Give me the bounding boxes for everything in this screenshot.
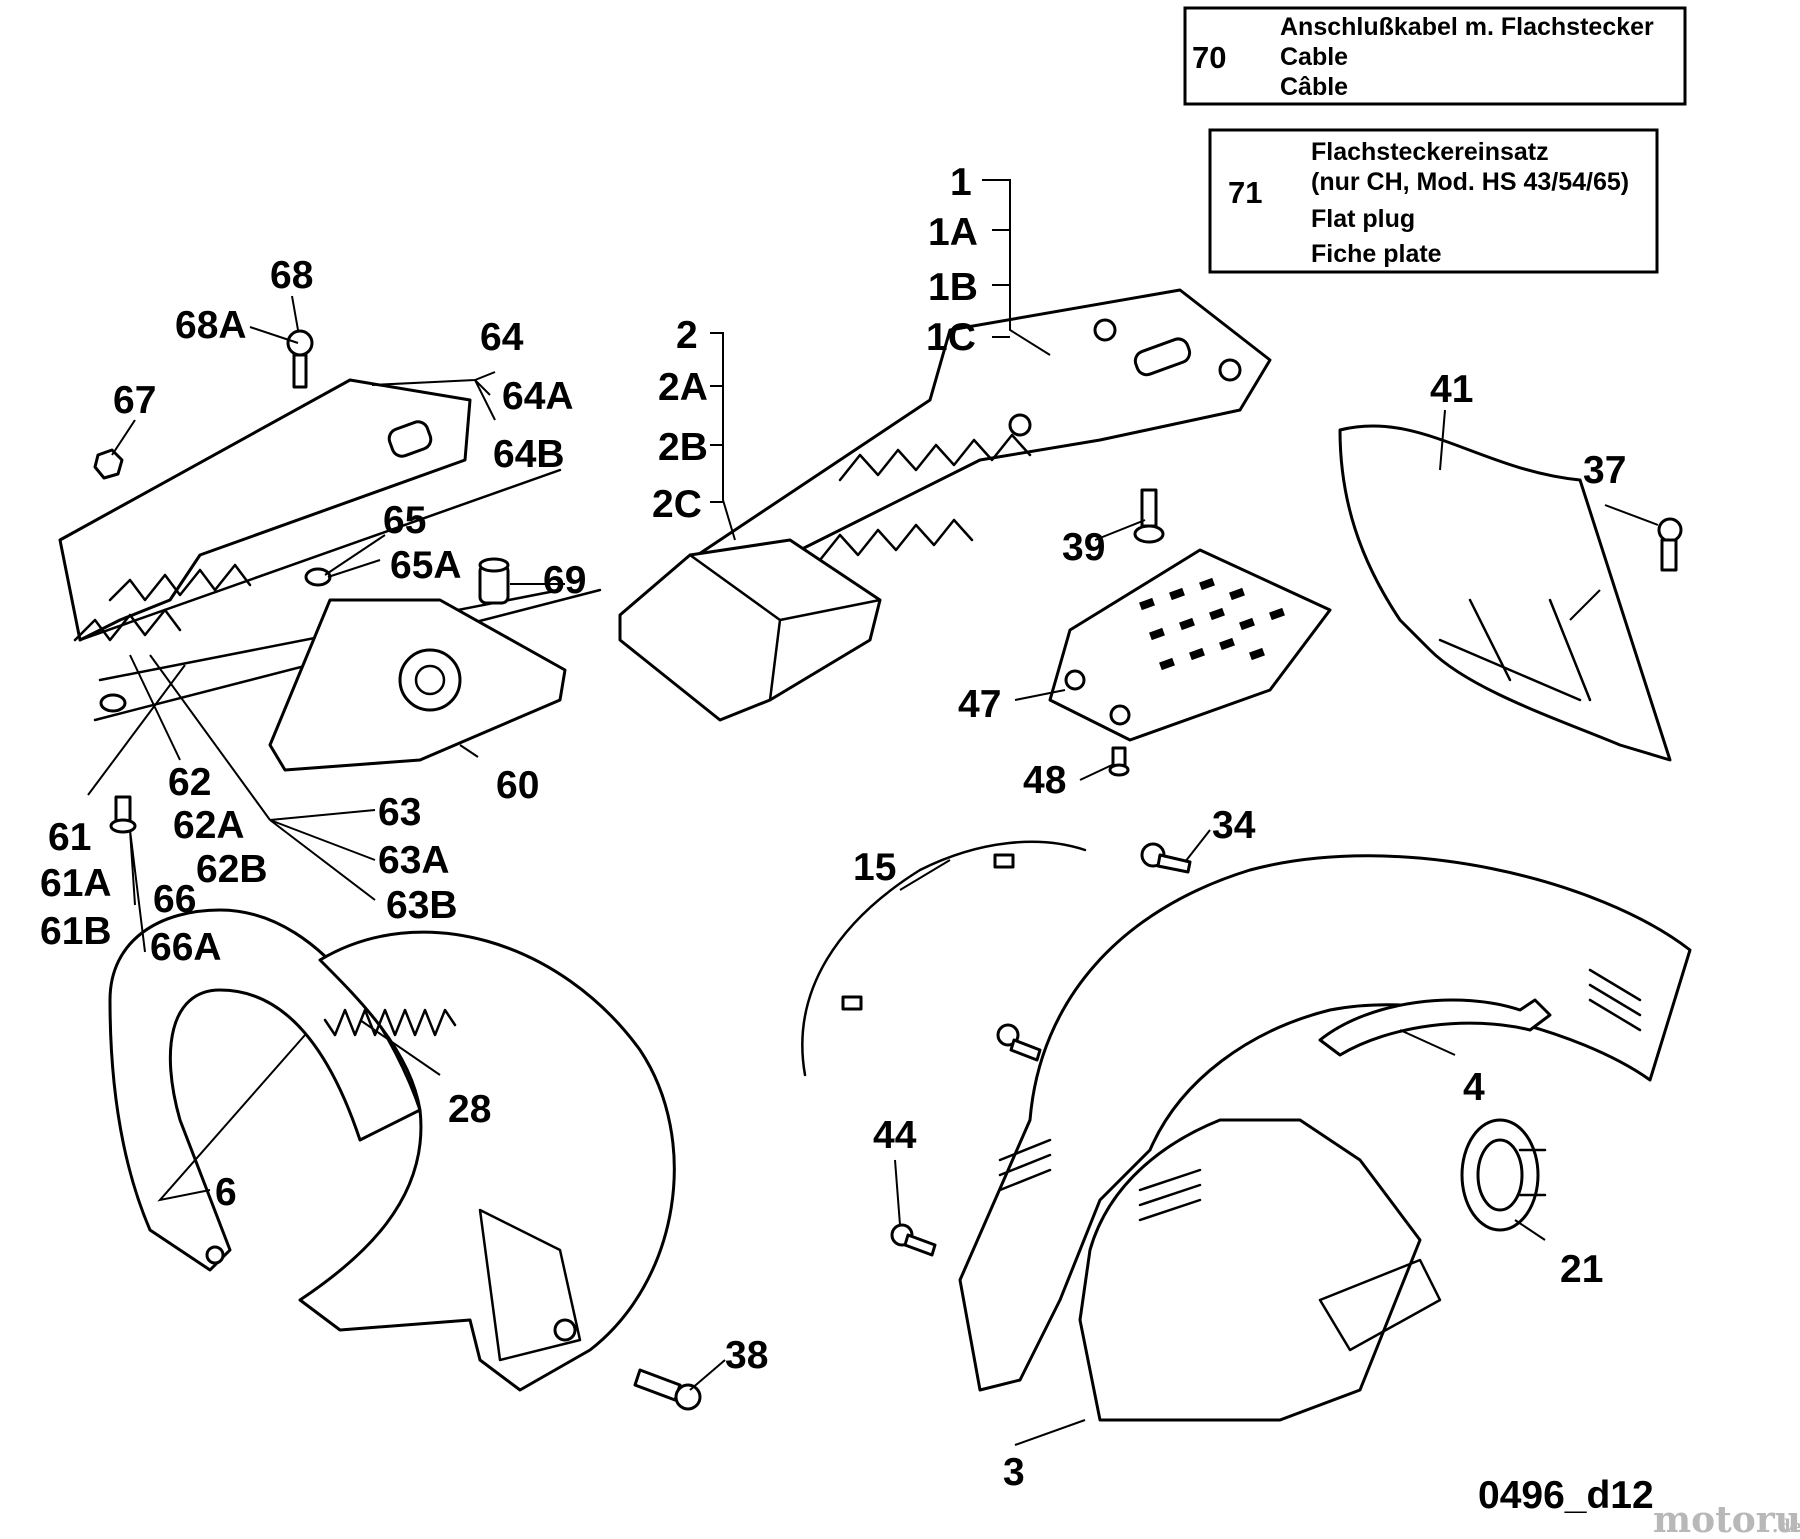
info-box-70-line: Câble: [1280, 73, 1348, 101]
screw-38-drawing: [633, 1368, 702, 1411]
label-34: 34: [1212, 804, 1256, 847]
blade-set-drawing: [58, 378, 602, 722]
info-box-70: 70 Anschlußkabel m. Flachstecker Cable C…: [1183, 6, 1687, 106]
label-61b: 61B: [40, 910, 112, 953]
label-1a: 1A: [928, 211, 978, 254]
info-box-71-line: Fiche plate: [1311, 240, 1442, 268]
label-48: 48: [1023, 759, 1066, 802]
label-68: 68: [270, 254, 313, 297]
label-2: 2: [676, 314, 698, 357]
spacer-69-drawing: [478, 557, 510, 605]
info-box-70-number: 70: [1192, 40, 1226, 75]
label-69: 69: [543, 559, 586, 602]
info-box-71-line: Flat plug: [1311, 205, 1415, 233]
label-1b: 1B: [928, 266, 978, 309]
label-66: 66: [153, 878, 196, 921]
info-box-71: 71 Flachsteckereinsatz (nur CH, Mod. HS …: [1208, 128, 1659, 274]
info-box-70-line: Anschlußkabel m. Flachstecker: [1280, 13, 1654, 41]
label-4: 4: [1463, 1066, 1485, 1109]
plug-21-drawing: [1460, 1118, 1547, 1232]
label-63a: 63A: [378, 839, 450, 882]
label-62a: 62A: [173, 804, 245, 847]
label-41: 41: [1430, 368, 1473, 411]
watermark-logo: motoruf .de: [1653, 1499, 1800, 1539]
label-62: 62: [168, 761, 211, 804]
label-37: 37: [1583, 449, 1626, 492]
screw-39-drawing: [1133, 488, 1165, 544]
label-64a: 64A: [502, 375, 574, 418]
label-21: 21: [1560, 1248, 1603, 1291]
front-handle-6-drawing: [108, 908, 422, 1272]
blade-base-plate-60: [268, 598, 567, 772]
label-6: 6: [215, 1171, 237, 1214]
label-38: 38: [725, 1334, 768, 1377]
info-box-70-line: Cable: [1280, 43, 1348, 71]
cable-15-drawing: [801, 840, 1087, 1077]
label-61: 61: [48, 816, 91, 859]
label-67: 67: [113, 379, 156, 422]
label-60: 60: [496, 764, 539, 807]
label-2b: 2B: [658, 426, 708, 469]
washer-65-drawing: [304, 567, 332, 587]
screw-61-drawing: [109, 795, 137, 834]
leader-lines: [87, 179, 1659, 1446]
screw-44-drawing: [890, 1223, 937, 1257]
label-66a: 66A: [150, 926, 222, 969]
label-62b: 62B: [196, 848, 268, 891]
screw-34-drawing: [1140, 842, 1192, 874]
motor-housing-3-drawing: [958, 854, 1692, 1422]
washer-left-drawing: [99, 693, 127, 713]
label-64b: 64B: [493, 433, 565, 476]
label-3: 3: [1003, 1451, 1025, 1494]
label-68a: 68A: [175, 304, 247, 347]
label-1: 1: [950, 161, 972, 204]
blade-assembly-drawing: [688, 288, 1272, 582]
label-39: 39: [1062, 526, 1105, 569]
housing-half-left-drawing: [298, 930, 676, 1392]
drawing-code: 0496_d12: [1478, 1474, 1654, 1517]
screw-48-drawing: [1108, 746, 1130, 777]
label-63b: 63B: [386, 884, 458, 927]
label-64: 64: [480, 316, 524, 359]
blade-guard-sleeve-drawing: [618, 538, 882, 722]
label-2a: 2A: [658, 366, 708, 409]
cover-plate-47-drawing: [1048, 548, 1332, 742]
label-1c: 1C: [926, 316, 976, 359]
label-28: 28: [448, 1088, 491, 1131]
watermark-brand: motoruf: [1653, 1499, 1800, 1539]
label-47: 47: [958, 683, 1001, 726]
label-65a: 65A: [390, 544, 462, 587]
label-61a: 61A: [40, 862, 112, 905]
label-63: 63: [378, 791, 421, 834]
watermark-suffix: .de: [1772, 1516, 1800, 1537]
label-15: 15: [853, 846, 896, 889]
spring-28-drawing: [323, 1008, 457, 1037]
nut-67-drawing: [93, 448, 124, 480]
info-box-71-line: Flachsteckereinsatz: [1311, 138, 1549, 166]
info-box-71-number: 71: [1228, 175, 1262, 210]
screw-housing-drawing: [996, 1023, 1042, 1062]
label-2c: 2C: [652, 483, 702, 526]
screw-68-drawing: [286, 329, 314, 389]
info-box-71-line: (nur CH, Mod. HS 43/54/65): [1311, 168, 1629, 196]
label-44: 44: [873, 1114, 917, 1157]
screw-37-drawing: [1657, 517, 1683, 572]
label-65: 65: [383, 499, 426, 542]
callout-labels: 1 1A 1B 1C 2 2A 2B 2C 68 68A 64 64A 64B …: [40, 161, 1626, 1494]
rear-handle-4-drawing: [1318, 998, 1552, 1057]
hand-guard-41-drawing: [1338, 424, 1672, 762]
